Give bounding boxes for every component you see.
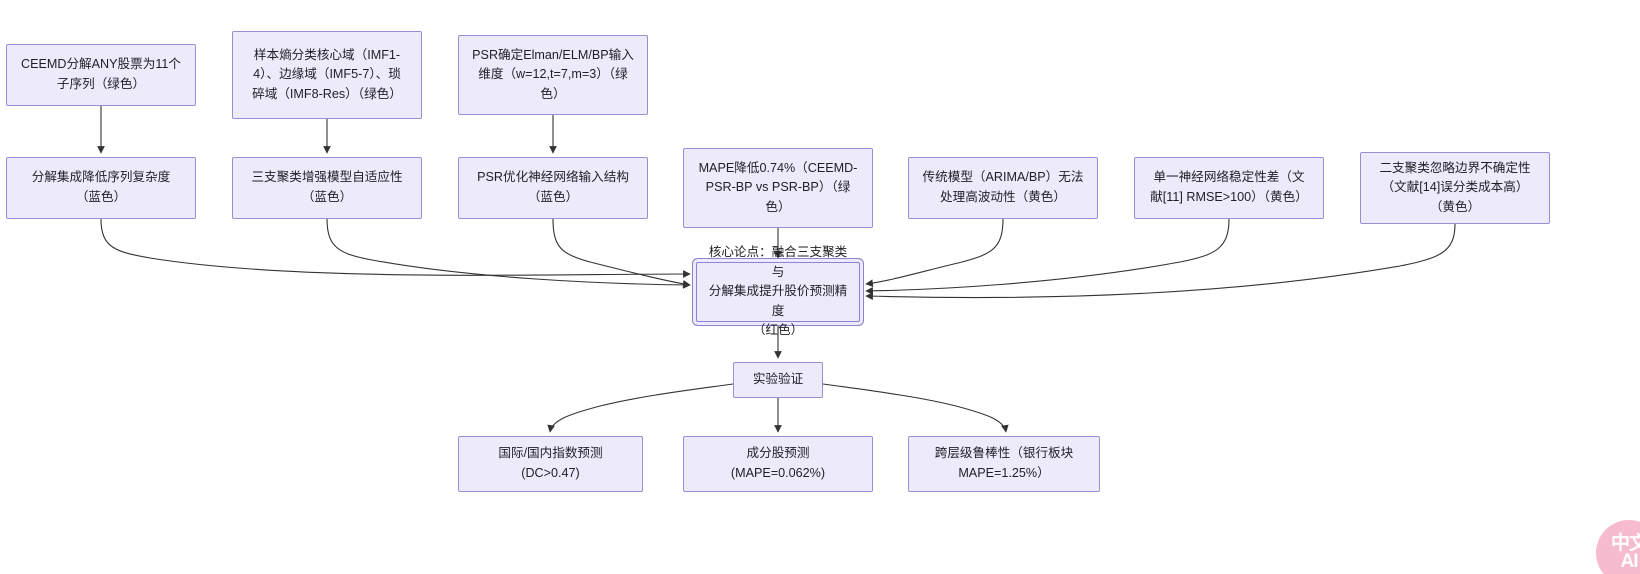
watermark-badge: 中文 AI [1596,520,1640,574]
node-index-forecast-label: 国际/国内指数预测 (DC>0.47) [498,446,603,480]
edge-threeway-to-core [326,218,691,289]
node-psr-structure[interactable]: PSR优化神经网络输入结构 （蓝色） [458,157,648,219]
node-ceemd-label: CEEMD分解ANY股票为11个 子序列（绿色） [20,57,181,91]
node-single-nn-unstable[interactable]: 单一神经网络稳定性差（文 献[11] RMSE>100）（黄色） [1134,157,1324,219]
edge-psrstructure-to-core [552,218,691,288]
node-two-way-ignore-label: 二支聚类忽略边界不确定性 （文献[14]误分类成本高） （黄色） [1379,160,1531,214]
node-decomp-complexity[interactable]: 分解集成降低序列复杂度 （蓝色） [6,157,196,219]
node-core-claim-label: 核心论点：融合三支聚类与 分解集成提升股价预测精度 （红色） [708,245,848,338]
node-sample-entropy[interactable]: 样本熵分类核心域（IMF1- 4）、边缘域（IMF5-7）、琐 碎域（IMF8-… [232,31,422,119]
node-psr-dim[interactable]: PSR确定Elman/ELM/BP输入 维度（w=12,t=7,m=3）（绿 色… [458,35,648,115]
node-three-way-adaptive[interactable]: 三支聚类增强模型自适应性 （蓝色） [232,157,422,219]
node-psr-dim-label: PSR确定Elman/ELM/BP输入 维度（w=12,t=7,m=3）（绿 色… [472,47,634,101]
watermark-text: 中文 AI [1610,532,1640,572]
edge-twoway-to-core [865,223,1456,301]
node-psr-structure-label: PSR优化神经网络输入结构 （蓝色） [477,170,629,204]
node-sample-entropy-label: 样本熵分类核心域（IMF1- 4）、边缘域（IMF5-7）、琐 碎域（IMF8-… [252,47,402,101]
node-cross-level-robust[interactable]: 跨层级鲁棒性（银行板块 MAPE=1.25%） [908,436,1100,492]
edge-traditional-to-core [865,218,1004,287]
node-constituent-forecast[interactable]: 成分股预测 (MAPE=0.062%) [683,436,873,492]
node-decomp-complexity-label: 分解集成降低序列复杂度 （蓝色） [31,170,171,204]
node-single-nn-unstable-label: 单一神经网络稳定性差（文 献[11] RMSE>100）（黄色） [1150,170,1308,204]
edge-singlenn-to-core [865,218,1230,295]
node-mape-drop[interactable]: MAPE降低0.74%（CEEMD- PSR-BP vs PSR-BP）（绿 色… [683,148,873,228]
node-constituent-forecast-label: 成分股预测 (MAPE=0.062%) [730,446,826,480]
edge-experiment-to-robust [822,383,1009,433]
node-experiment-validation-label: 实验验证 [752,372,804,387]
node-index-forecast[interactable]: 国际/国内指数预测 (DC>0.47) [458,436,643,492]
node-cross-level-robust-label: 跨层级鲁棒性（银行板块 MAPE=1.25%） [934,446,1074,480]
node-mape-drop-label: MAPE降低0.74%（CEEMD- PSR-BP vs PSR-BP）（绿 色… [698,160,858,214]
node-core-claim[interactable]: 核心论点：融合三支聚类与 分解集成提升股价预测精度 （红色） [696,245,860,337]
node-traditional-limit-label: 传统模型（ARIMA/BP）无法 处理高波动性（黄色） [922,170,1084,204]
edge-decomp-to-core [100,218,691,278]
node-three-way-adaptive-label: 三支聚类增强模型自适应性 （蓝色） [251,170,403,204]
node-traditional-limit[interactable]: 传统模型（ARIMA/BP）无法 处理高波动性（黄色） [908,157,1098,219]
edge-experiment-to-index [547,383,734,433]
node-ceemd[interactable]: CEEMD分解ANY股票为11个 子序列（绿色） [6,44,196,106]
node-experiment-validation[interactable]: 实验验证 [733,362,823,398]
node-two-way-ignore[interactable]: 二支聚类忽略边界不确定性 （文献[14]误分类成本高） （黄色） [1360,152,1550,224]
